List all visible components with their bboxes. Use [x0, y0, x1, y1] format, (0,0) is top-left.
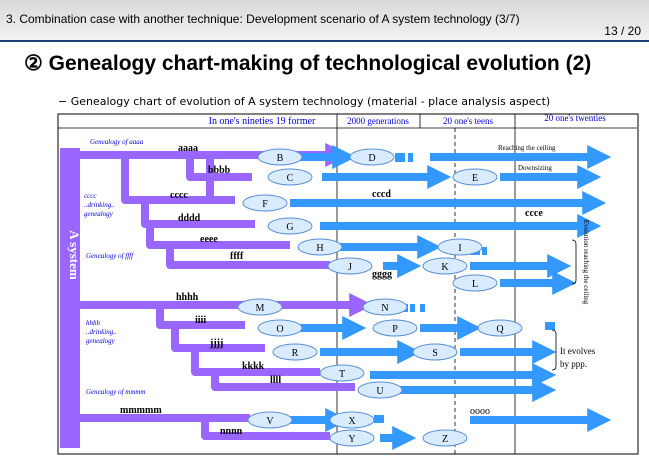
label-mmmm: mmmmm	[120, 405, 162, 416]
node-c: C	[267, 168, 313, 186]
node-t: T	[319, 364, 365, 382]
node-j: J	[327, 257, 373, 275]
page-number: 13 / 20	[604, 24, 641, 38]
node-r: R	[272, 343, 318, 361]
node-i: I	[437, 238, 483, 256]
bracket-ceiling	[571, 239, 577, 285]
main-title: ② Genealogy chart-making of technologica…	[24, 52, 592, 75]
genealogy-cccc-label-2: ..drinking..	[84, 201, 115, 209]
header-divider	[0, 40, 649, 42]
label-dddd: dddd	[178, 213, 201, 224]
svg-text:Q: Q	[496, 324, 504, 335]
svg-text:T: T	[339, 369, 345, 380]
node-n: N	[362, 298, 408, 316]
svg-text:X: X	[348, 416, 356, 427]
node-b: B	[257, 148, 303, 166]
slide-header-title: 3. Combination case with another techniq…	[6, 12, 520, 26]
svg-text:U: U	[376, 386, 384, 397]
genealogy-hhhh-label-2: ..drinking..	[86, 328, 117, 336]
annotation-evolves-1: It evolves	[560, 346, 596, 356]
svg-text:P: P	[392, 324, 398, 335]
period-2020s: 20 one's twenties	[544, 113, 606, 123]
label-cccc: cccc	[170, 190, 188, 201]
genealogy-hhhh-label-1: hhhh	[86, 319, 101, 327]
label-ccce: ccce	[525, 208, 543, 219]
label-bbbb: bbbb	[208, 165, 231, 176]
svg-text:E: E	[472, 173, 478, 184]
genealogy-cccc-label-3: genealogy	[84, 210, 114, 218]
genealogy-cccc-label-1: cccc	[84, 192, 97, 200]
node-d: D	[349, 148, 395, 166]
annotation-evolution-ceiling: Evolution reaching the ceiling	[582, 220, 590, 305]
node-o: O	[257, 319, 303, 337]
period-2010s: 20 one's teens	[443, 116, 494, 126]
node-x: X	[329, 411, 375, 429]
node-l: L	[452, 274, 498, 292]
genealogy-hhhh-label-3: genealogy	[86, 337, 116, 345]
svg-text:N: N	[381, 303, 388, 314]
slide-header	[0, 0, 649, 40]
label-nnnn: nnnn	[220, 426, 243, 437]
node-h: H	[297, 238, 343, 256]
node-u: U	[357, 381, 403, 399]
svg-text:D: D	[368, 153, 375, 164]
node-f: F	[242, 194, 288, 212]
label-jjjj: jjjj	[209, 338, 223, 349]
label-oooo: oooo	[470, 406, 490, 417]
svg-text:Y: Y	[348, 434, 355, 445]
node-z: Z	[422, 429, 468, 447]
genealogy-aaaa-label: Genealogy of aaaa	[90, 138, 144, 146]
svg-text:L: L	[472, 279, 478, 290]
svg-text:R: R	[292, 348, 299, 359]
node-q: Q	[477, 319, 523, 337]
svg-text:V: V	[266, 416, 274, 427]
svg-text:B: B	[277, 153, 284, 164]
trunk-bar	[60, 148, 80, 448]
label-aaaa: aaaa	[178, 143, 198, 154]
label-kkkk: kkkk	[242, 361, 265, 372]
genealogy-mmmm-label: Genealogy of mmmm	[86, 388, 146, 396]
svg-text:M: M	[256, 303, 265, 314]
node-s: S	[412, 343, 458, 361]
annotation-evolves-2: by ppp.	[560, 359, 587, 369]
svg-text:F: F	[262, 199, 268, 210]
genealogy-ffff-label: Genealogy of ffff	[86, 252, 134, 260]
label-ffff: ffff	[230, 251, 244, 262]
svg-text:I: I	[458, 243, 461, 254]
svg-text:O: O	[276, 324, 283, 335]
label-iiii: iiii	[195, 315, 206, 326]
diagram-subtitle: − Genealogy chart of evolution of A syst…	[58, 95, 551, 108]
trunk-label: A system	[67, 230, 82, 280]
node-v: V	[247, 411, 293, 429]
annotation-reaching-ceiling: Reaching the ceiling	[498, 144, 556, 152]
label-hhhh: hhhh	[176, 292, 199, 303]
node-m: M	[237, 298, 283, 316]
annotation-downsizing: Downsizing	[518, 164, 552, 172]
label-eeee: eeee	[200, 234, 218, 245]
node-e: E	[452, 168, 498, 186]
svg-text:C: C	[287, 173, 294, 184]
svg-text:Z: Z	[442, 434, 448, 445]
period-1990s: In one's nineties 19 former	[209, 116, 316, 127]
svg-text:G: G	[286, 222, 293, 233]
label-cccd: cccd	[372, 189, 391, 200]
node-k: K	[422, 257, 468, 275]
svg-text:S: S	[432, 348, 438, 359]
svg-text:K: K	[441, 262, 449, 273]
node-y: Y	[329, 429, 375, 447]
svg-text:H: H	[316, 243, 323, 254]
label-gggg: gggg	[372, 269, 392, 280]
label-llll: llll	[270, 375, 281, 386]
node-p: P	[372, 319, 418, 337]
node-g: G	[267, 217, 313, 235]
bracket-ppp	[551, 329, 557, 371]
svg-text:J: J	[348, 262, 352, 273]
period-2000s: 2000 generations	[347, 116, 409, 126]
